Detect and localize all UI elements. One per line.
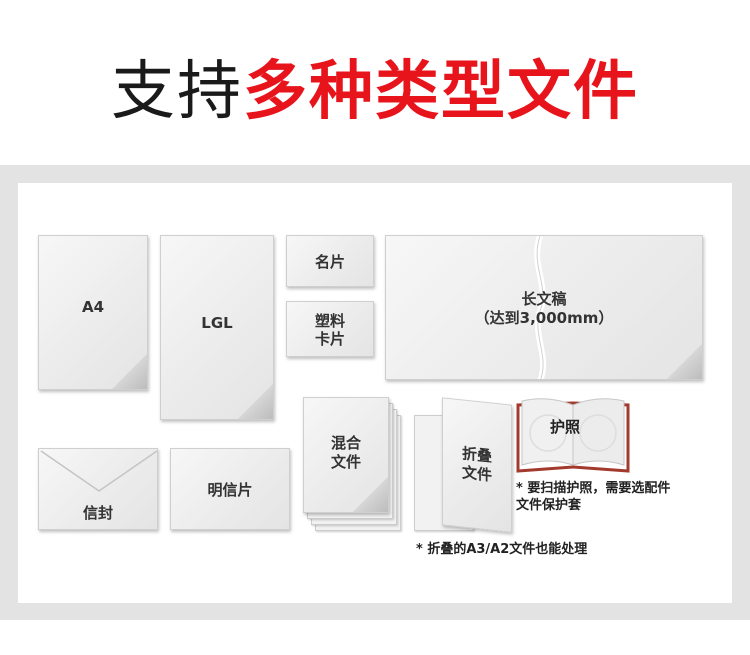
envelope-label: 信封 xyxy=(82,504,113,522)
postcard-label: 明信片 xyxy=(207,481,253,499)
headline-dark-part: 支持 xyxy=(111,55,243,129)
tear-line-icon xyxy=(534,236,547,379)
passport-book-icon xyxy=(516,398,630,473)
plastic-card-label-line2: 卡片 xyxy=(314,330,345,348)
folded-note: * 折叠的A3/A2文件也能处理 xyxy=(416,542,588,557)
folded-document: 折叠 文件 xyxy=(442,397,512,533)
long-document-label-line1: 长文稿 xyxy=(521,290,567,308)
passport-note-line2: 文件保护套 xyxy=(516,498,582,513)
passport-note-line1: * 要扫描护照，需要选配件 xyxy=(516,481,671,496)
page-curl-icon xyxy=(237,383,273,419)
page-curl-icon xyxy=(666,343,702,379)
page-curl-icon xyxy=(111,353,147,389)
envelope-flap-icon xyxy=(40,450,157,492)
mixed-label-line2: 文件 xyxy=(330,453,361,471)
business-card-document: 名片 xyxy=(286,235,374,287)
headline-red-part: 多种类型文件 xyxy=(243,55,639,129)
passport-label: 护照 xyxy=(550,418,581,436)
document-types-frame: A4 LGL 名片 塑料 卡片 长文稿 （达到3,000mm） xyxy=(0,165,750,620)
headline: 支持多种类型文件 xyxy=(0,52,750,132)
mixed-label-line1: 混合 xyxy=(330,434,361,452)
postcard-document: 明信片 xyxy=(170,448,290,530)
envelope-document: 信封 xyxy=(38,448,158,530)
document-types-panel: A4 LGL 名片 塑料 卡片 长文稿 （达到3,000mm） xyxy=(18,183,732,603)
a4-document: A4 xyxy=(38,235,148,390)
lgl-document: LGL xyxy=(160,235,274,420)
a4-label: A4 xyxy=(81,298,105,316)
page-curl-icon xyxy=(352,476,388,512)
plastic-card-document: 塑料 卡片 xyxy=(286,301,374,357)
mixed-documents: 混合 文件 xyxy=(303,397,389,513)
business-card-label: 名片 xyxy=(314,253,345,271)
lgl-label: LGL xyxy=(201,314,233,332)
long-document: 长文稿 （达到3,000mm） xyxy=(385,235,703,380)
plastic-card-label-line1: 塑料 xyxy=(314,312,345,330)
long-document-label-line2: （达到3,000mm） xyxy=(474,309,614,327)
